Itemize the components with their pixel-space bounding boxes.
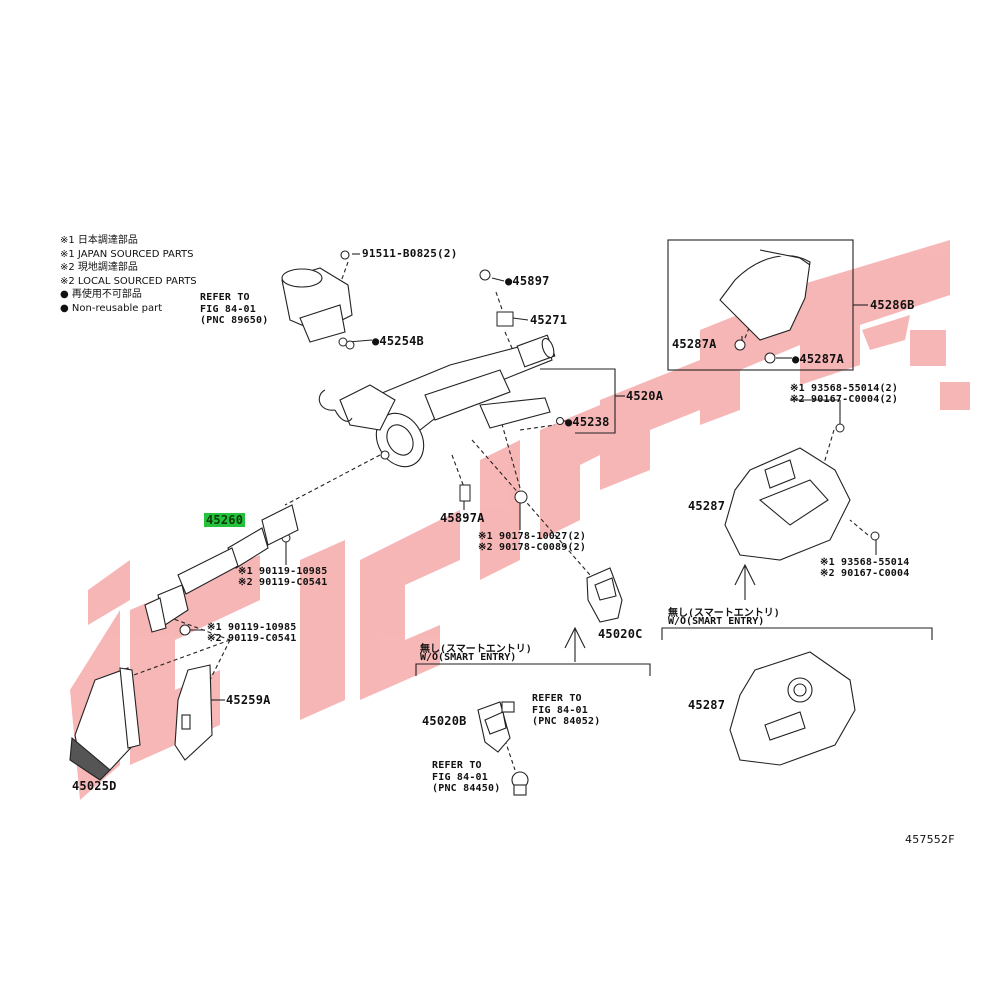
part-label[interactable]: 45025D — [72, 779, 117, 793]
reference-line: (PNC 84450) — [432, 783, 501, 794]
legend-item: ※2 現地調達部品 — [60, 262, 138, 273]
part-label[interactable]: ※2 90167-C0004(2) — [790, 394, 899, 405]
reference-note: REFER TO FIG 84-01 (PNC 84450) — [432, 760, 500, 795]
part-label[interactable]: ※1 90119-10985 — [238, 566, 328, 577]
variant-note-jp: 無し(スマートエントリ) — [668, 608, 780, 619]
reference-line: FIG 84-01 — [200, 303, 256, 315]
boot-45025D — [69, 667, 141, 781]
part-label[interactable]: 45286B — [870, 298, 915, 312]
reference-line: FIG 84-01 — [532, 704, 588, 716]
part-label[interactable]: 91511-B0825(2) — [362, 247, 458, 260]
part-label[interactable]: ※2 90119-C0541 — [238, 577, 328, 588]
part-label[interactable]: 45259A — [226, 693, 271, 707]
part-label[interactable]: ※1 90178-10027(2) — [478, 531, 587, 542]
reference-line: (PNC 89650) — [200, 315, 269, 326]
variant-note-en: W/O(SMART ENTRY) — [420, 652, 517, 663]
steering-column — [318, 334, 556, 468]
reference-line: REFER TO — [532, 693, 582, 704]
part-label[interactable]: 45020C — [598, 627, 643, 641]
part-label[interactable]: 45897A — [440, 511, 485, 525]
part-label[interactable]: 45287A — [672, 337, 717, 351]
highlight-45260[interactable]: 45260 — [204, 513, 246, 527]
lower-cover-45287-b — [729, 651, 856, 766]
part-label[interactable]: ※1 93568-55014 — [820, 557, 910, 568]
part-label[interactable]: ●45897 — [505, 274, 550, 288]
part-label[interactable]: ●45238 — [565, 415, 610, 429]
reference-line: FIG 84-01 — [432, 771, 488, 783]
intermediate-shaft — [144, 504, 299, 633]
variant-note-jp: 無し(スマートエントリ) — [420, 644, 532, 655]
lower-cover-45287-a — [724, 447, 851, 561]
cover-45259A — [174, 664, 213, 761]
legend-item: ※1 日本調達部品 — [60, 235, 138, 246]
reference-note: REFER TO FIG 84-01 (PNC 84052) — [532, 693, 600, 728]
variant-note-en: W/O(SMART ENTRY) — [668, 616, 765, 627]
part-label[interactable]: 45287 — [688, 499, 726, 513]
reference-line: REFER TO — [200, 292, 250, 303]
part-45020C — [586, 567, 623, 623]
part-label[interactable]: ※2 90167-C0004 — [820, 568, 910, 579]
reference-line: REFER TO — [432, 760, 482, 771]
reference-note: REFER TO FIG 84-01 (PNC 89650) — [200, 292, 268, 327]
ecu-motor — [281, 250, 353, 343]
small-parts — [179, 269, 880, 636]
part-label[interactable]: ●45254B — [372, 334, 424, 348]
part-label[interactable]: 4520A — [626, 389, 664, 403]
legend-item: ● 再使用不可部品 — [60, 289, 142, 300]
part-label-highlighted[interactable]: 45260 — [204, 513, 246, 527]
part-label[interactable]: 45271 — [530, 313, 568, 327]
part-label[interactable]: ※2 90119-C0541 — [207, 633, 297, 644]
part-45020B — [477, 701, 529, 796]
upper-cover-45286B — [719, 249, 811, 341]
part-label[interactable]: ※1 93568-55014(2) — [790, 383, 899, 394]
part-label[interactable]: 45287 — [688, 698, 726, 712]
part-label[interactable]: ※1 90119-10985 — [207, 622, 297, 633]
part-label[interactable]: 45020B — [422, 714, 467, 728]
legend-item: ※2 LOCAL SOURCED PARTS — [60, 275, 197, 287]
diagram-id: 457552F — [905, 833, 955, 846]
part-label[interactable]: ●45287A — [792, 352, 844, 366]
legend-item: ※1 JAPAN SOURCED PARTS — [60, 248, 194, 260]
part-label[interactable]: ※2 90178-C0089(2) — [478, 542, 587, 553]
legend-item: ● Non-reusable part — [60, 302, 163, 314]
legend: ※1 日本調達部品 ※1 JAPAN SOURCED PARTS ※2 現地調達… — [60, 234, 197, 315]
reference-line: (PNC 84052) — [532, 716, 601, 727]
